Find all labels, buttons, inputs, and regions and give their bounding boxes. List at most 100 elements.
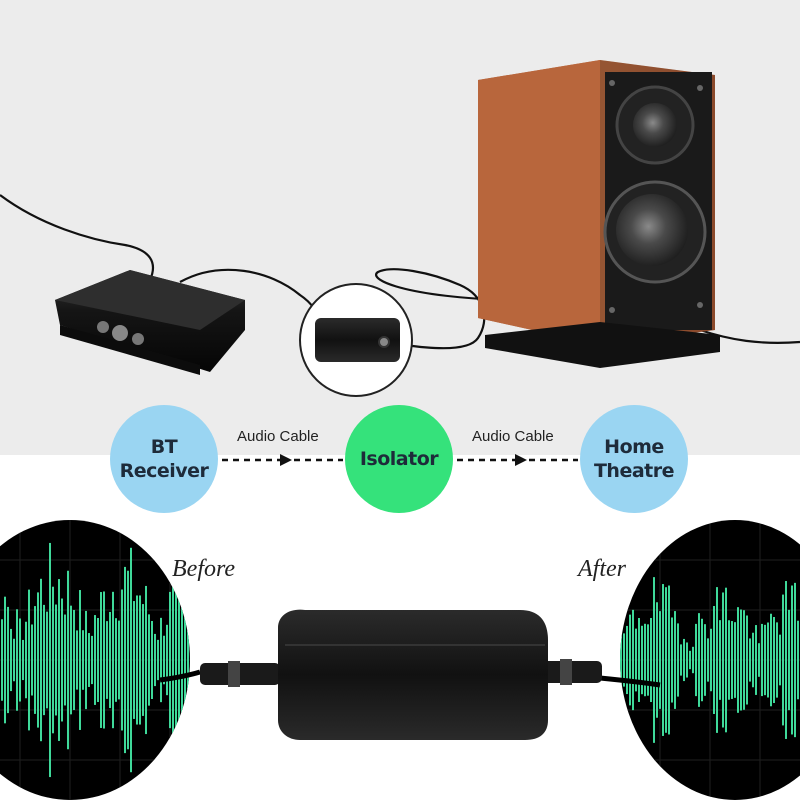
waveform-bar (746, 615, 748, 705)
waveform-bar (172, 578, 174, 742)
waveform-bar (782, 594, 784, 726)
waveform-bar (674, 611, 676, 709)
waveform-bar (28, 589, 30, 731)
waveform-bar (148, 614, 150, 706)
waveform-bar (1, 619, 3, 701)
waveform-bar (683, 638, 685, 682)
isolator-closeup (299, 283, 413, 397)
waveform-bar (184, 565, 186, 755)
waveform-bar (626, 625, 628, 695)
waveform-bar (743, 610, 745, 710)
waveform-bar (677, 623, 679, 697)
isolator-circle: Isolator (345, 405, 453, 513)
waveform-bar (644, 623, 646, 697)
arrow-head-2 (515, 454, 527, 466)
waveform-bar (190, 578, 192, 743)
waveform-bar (641, 625, 643, 695)
waveform-bar (73, 609, 75, 711)
waveform-bar (22, 639, 24, 681)
waveform-bar (187, 571, 189, 749)
audio-cable-label-2: Audio Cable (472, 428, 554, 445)
waveform-bar (770, 613, 772, 707)
waveform-bar (632, 609, 634, 711)
waveform-bar (689, 650, 691, 670)
waveform-bar (785, 581, 787, 739)
waveform-bar (701, 618, 703, 702)
waveform-bar (91, 635, 93, 685)
waveform-bar (776, 622, 778, 698)
waveform-bar (653, 577, 655, 743)
waveform-bar (163, 635, 165, 685)
waveform-bar (112, 591, 114, 729)
waveform-bar (710, 628, 712, 692)
isolator-device (159, 609, 661, 740)
waveform-bar (49, 542, 51, 778)
waveform-bar (794, 582, 796, 738)
waveform-bar (620, 630, 622, 690)
waveform-bar (764, 624, 766, 696)
waveform-bar (713, 606, 715, 714)
waveform-bar (707, 638, 709, 682)
waveform-bar (7, 606, 9, 714)
waveform-bar (157, 639, 159, 681)
waveform-bar (121, 589, 123, 731)
waveform-bar (136, 595, 138, 725)
waveform-bar (797, 620, 799, 700)
before-label: Before (172, 556, 236, 582)
waveform-bar (154, 633, 156, 687)
waveform-bar (4, 596, 6, 724)
waveform-bar (791, 585, 793, 735)
waveform-bar (773, 617, 775, 703)
waveform-bar (175, 564, 177, 756)
arrow-head-1 (280, 454, 292, 466)
waveform-bar (25, 621, 27, 699)
waveform-bar (178, 560, 180, 760)
home-theatre-label-line2: Theatre (593, 460, 675, 482)
waveform-bar (779, 634, 781, 686)
waveform-bar (82, 630, 84, 690)
waveform-bar (788, 609, 790, 711)
waveform-bar (115, 618, 117, 702)
waveform-bar (106, 621, 108, 699)
waveform-bar (734, 622, 736, 698)
waveform-bar (686, 642, 688, 678)
waveform-bar (695, 623, 697, 697)
waveform-bar (755, 625, 757, 695)
waveform-bar (704, 624, 706, 696)
waveform-bar (34, 606, 36, 714)
waveform-bar (728, 620, 730, 700)
waveform-bar (767, 622, 769, 698)
waveform-bar (40, 578, 42, 742)
speaker (478, 60, 720, 368)
waveform-bar (692, 646, 694, 674)
waveform-bar (761, 623, 763, 697)
bt-receiver-device (55, 270, 245, 375)
waveform-bar (719, 620, 721, 700)
before-waveform (0, 520, 195, 800)
waveform-bar (659, 611, 661, 709)
waveform-bar (16, 609, 18, 711)
waveform-bar (181, 560, 183, 760)
waveform-bar (731, 621, 733, 699)
waveform-bar (19, 618, 21, 702)
waveform-bar (193, 622, 195, 698)
waveform-bar (725, 587, 727, 733)
waveform-bar (130, 547, 132, 773)
waveform-bar (76, 630, 78, 690)
waveform-bar (656, 602, 658, 718)
waveform-bar (10, 628, 12, 692)
waveform-bar (716, 587, 718, 733)
waveform-bar (133, 601, 135, 719)
waveform-bar (61, 598, 63, 722)
waveform-bar (79, 590, 81, 730)
waveform-bar (623, 633, 625, 687)
waveform-bar (52, 586, 54, 734)
waveform-bar (722, 592, 724, 728)
waveform-bar (118, 620, 120, 700)
waveform-bar (740, 609, 742, 711)
home-theatre-circle: Home Theatre (580, 405, 688, 513)
waveform-bar (85, 610, 87, 710)
waveform-bar (749, 638, 751, 682)
waveform-bar (55, 604, 57, 716)
